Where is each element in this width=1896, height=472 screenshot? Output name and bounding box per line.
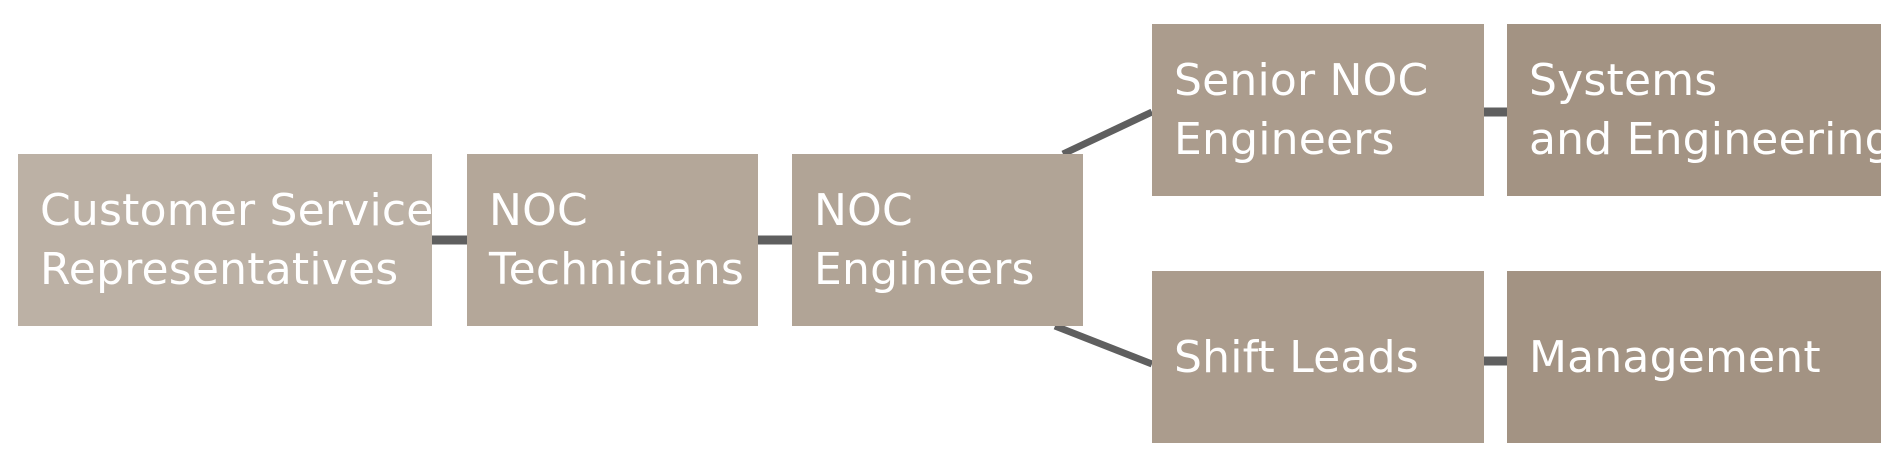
node-label: NOC — [814, 185, 913, 236]
node-label: Systems — [1529, 55, 1718, 106]
node-label: Representatives — [40, 244, 399, 295]
node-senior-noc-engineers: Senior NOC Engineers — [1152, 24, 1484, 196]
node-shift-leads: Shift Leads — [1152, 271, 1484, 443]
node-label: Engineers — [1174, 114, 1395, 165]
node-label: Management — [1529, 331, 1821, 383]
node-label: Engineers — [814, 244, 1035, 295]
node-label: and Engineering — [1529, 114, 1881, 165]
node-label: Technicians — [489, 244, 745, 295]
node-label: Shift Leads — [1174, 331, 1419, 383]
node-label: Customer Service — [40, 185, 432, 236]
node-noc-engineers: NOC Engineers — [792, 154, 1083, 326]
node-management: Management — [1507, 271, 1881, 443]
node-systems-and-engineering: Systems and Engineering — [1507, 24, 1881, 196]
node-label: NOC — [489, 185, 588, 236]
node-customer-service-representatives: Customer Service Representatives — [18, 154, 432, 326]
node-noc-technicians: NOC Technicians — [467, 154, 758, 326]
connector-eng-senior — [1061, 108, 1154, 158]
connector-eng-shift — [1053, 322, 1154, 368]
node-label: Senior NOC — [1174, 55, 1429, 106]
